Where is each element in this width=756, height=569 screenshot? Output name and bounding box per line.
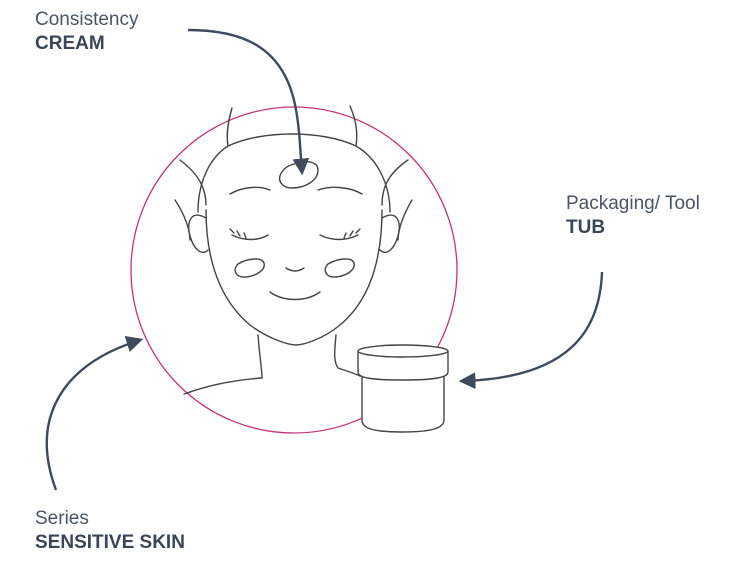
face-circle bbox=[130, 106, 458, 434]
packaging-label: Packaging/ Tool bbox=[566, 193, 700, 214]
arrow-icon bbox=[187, 28, 310, 176]
face-illustration bbox=[174, 105, 413, 395]
arrow-icon bbox=[45, 335, 144, 491]
series-label: Series bbox=[35, 508, 89, 529]
cream-tub-icon bbox=[357, 344, 449, 433]
consistency-annotation: Consistency CREAM bbox=[35, 8, 139, 56]
series-value: SENSITIVE SKIN bbox=[35, 531, 185, 553]
series-annotation: Series SENSITIVE SKIN bbox=[35, 507, 185, 555]
consistency-value: CREAM bbox=[35, 32, 105, 54]
consistency-label: Consistency bbox=[35, 9, 139, 30]
packaging-value: TUB bbox=[566, 216, 606, 238]
arrow-icon bbox=[458, 271, 604, 390]
packaging-annotation: Packaging/ Tool TUB bbox=[566, 192, 700, 240]
